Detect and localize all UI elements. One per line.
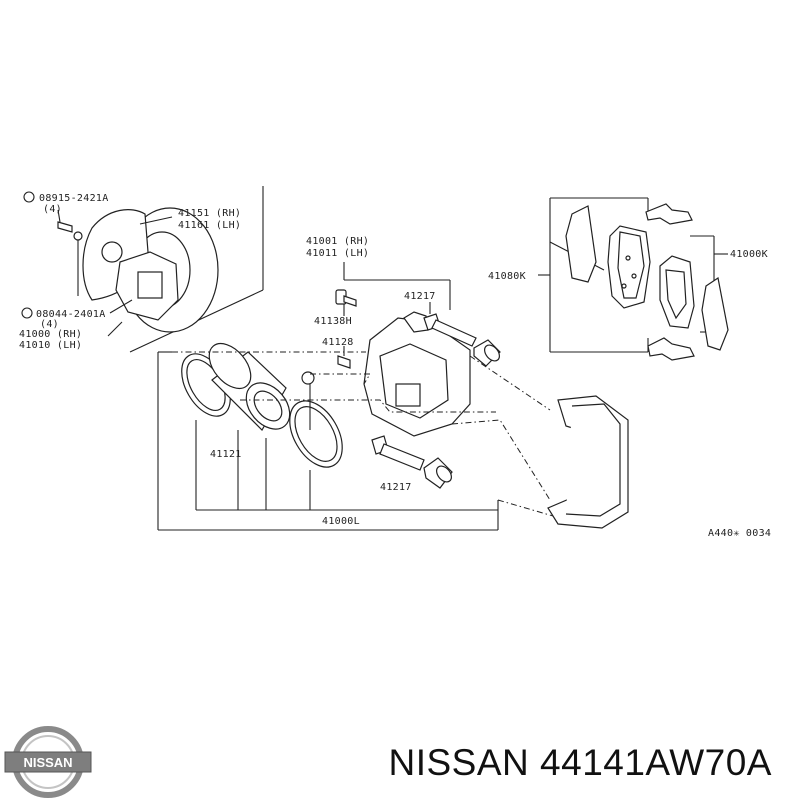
bolt2-part-number: 08044-2401A — [36, 309, 106, 320]
caliper-lh-label: 41011 (LH) — [306, 248, 369, 259]
reference-code: A440✳ 0034 — [708, 528, 771, 539]
kit-label: 41000L — [322, 516, 360, 527]
bolt2-quantity: (4) — [40, 319, 59, 330]
bolt-part-number: 08915-2421A — [39, 193, 109, 204]
overview-panel: 08915-2421A (4) 41151 (RH) 41161 (LH) 08… — [19, 186, 264, 353]
pin-bottom-label: 41217 — [380, 482, 412, 493]
plate-rh-label: 41151 (RH) — [178, 208, 241, 219]
bleeder-label: 41138H — [314, 316, 352, 327]
brake-pad-outer-part — [659, 255, 695, 329]
piston-part — [208, 342, 291, 431]
guide-pin-top-part — [423, 313, 501, 367]
bleeder-screw-part — [335, 289, 357, 316]
pad-shim-back-part — [565, 205, 597, 283]
nissan-logo-text: NISSAN — [23, 755, 72, 770]
assy-rh-label: 41000 (RH) — [19, 329, 82, 340]
caliper-bracket-part — [547, 395, 629, 529]
small-bolt-part — [301, 371, 315, 430]
guide-pin-bottom-part — [371, 435, 453, 489]
pad-set-label: 41080K — [488, 271, 526, 282]
cap-label: 41128 — [322, 337, 354, 348]
kit-frame — [157, 351, 499, 531]
bolt-quantity: (4) — [43, 204, 62, 215]
pad-clip-top-part — [645, 203, 693, 225]
bleeder-cap-part — [337, 346, 351, 369]
pin-top-label: 41217 — [404, 291, 436, 302]
pad-kit-label: 41000K — [730, 249, 768, 260]
pad-clip-bottom-part — [647, 337, 695, 361]
caliper-rh-label: 41001 (RH) — [306, 236, 369, 247]
piston-label: 41121 — [210, 449, 242, 460]
part-caption: NISSAN 44141AW70A — [388, 742, 772, 783]
pad-shim-front-part — [701, 276, 729, 351]
caliper-label-group: 41001 (RH) 41011 (LH) — [306, 236, 451, 310]
plate-lh-label: 41161 (LH) — [178, 220, 241, 231]
caliper-body-part — [363, 311, 471, 437]
assy-lh-label: 41010 (LH) — [19, 340, 82, 351]
dust-boot-part — [289, 400, 343, 468]
brake-pad-inner-part — [607, 225, 651, 309]
nissan-logo: NISSAN — [4, 726, 92, 798]
